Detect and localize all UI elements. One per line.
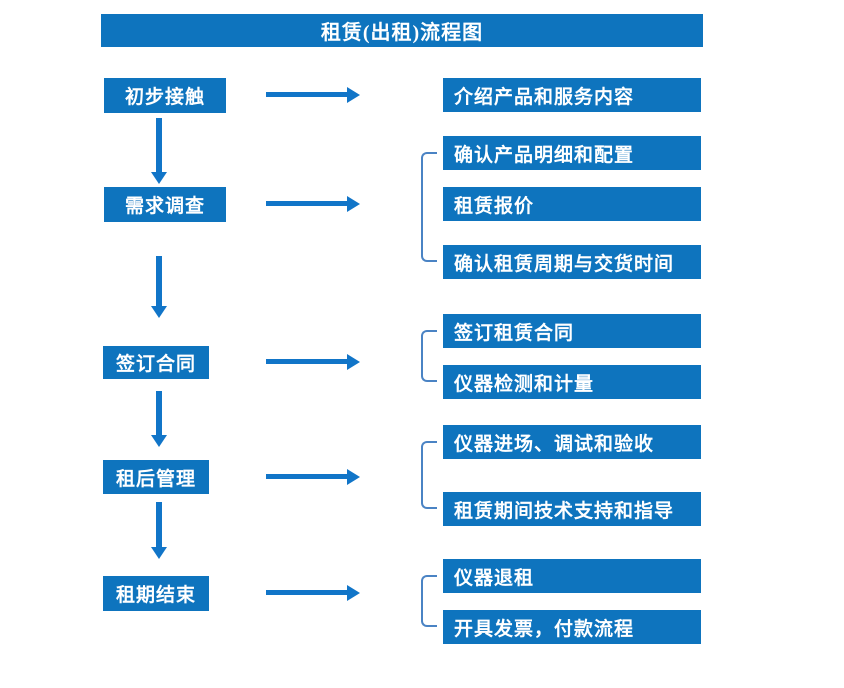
detail-invoice-payment-process: 开具发票，付款流程 xyxy=(443,610,701,644)
bracket-group-post-rental xyxy=(421,441,437,509)
arrow-right-icon xyxy=(266,87,360,103)
arrow-right-icon xyxy=(266,469,360,485)
detail-rental-quotation: 租赁报价 xyxy=(443,187,701,221)
step-sign-contract: 签订合同 xyxy=(103,346,209,379)
bracket-group-demand-survey xyxy=(421,152,437,262)
detail-introduce-products-services: 介绍产品和服务内容 xyxy=(443,78,701,112)
arrow-right-icon xyxy=(266,354,360,370)
detail-technical-support-guidance: 租赁期间技术支持和指导 xyxy=(443,492,701,526)
page-title: 租赁(出租)流程图 xyxy=(320,22,484,44)
arrow-down-icon xyxy=(151,118,168,184)
step-demand-survey: 需求调查 xyxy=(104,187,226,222)
detail-confirm-product-configuration: 确认产品明细和配置 xyxy=(443,136,701,170)
detail-instrument-inspection-metering: 仪器检测和计量 xyxy=(443,365,701,399)
step-initial-contact: 初步接触 xyxy=(104,78,226,113)
arrow-down-icon xyxy=(151,391,168,447)
arrow-down-icon xyxy=(151,502,168,559)
detail-instrument-return: 仪器退租 xyxy=(443,559,701,593)
arrow-right-icon xyxy=(266,585,360,601)
detail-sign-rental-contract: 签订租赁合同 xyxy=(443,314,701,348)
title-bar: 租赁(出租)流程图 xyxy=(101,14,703,47)
arrow-right-icon xyxy=(266,196,360,212)
detail-confirm-rental-period-delivery: 确认租赁周期与交货时间 xyxy=(443,245,701,279)
detail-instrument-setup-acceptance: 仪器进场、调试和验收 xyxy=(443,425,701,459)
step-post-rental-management: 租后管理 xyxy=(103,460,209,494)
bracket-group-lease-end xyxy=(421,575,437,627)
bracket-group-sign-contract xyxy=(421,330,437,382)
step-lease-end: 租期结束 xyxy=(103,576,209,611)
arrow-down-icon xyxy=(151,256,168,318)
